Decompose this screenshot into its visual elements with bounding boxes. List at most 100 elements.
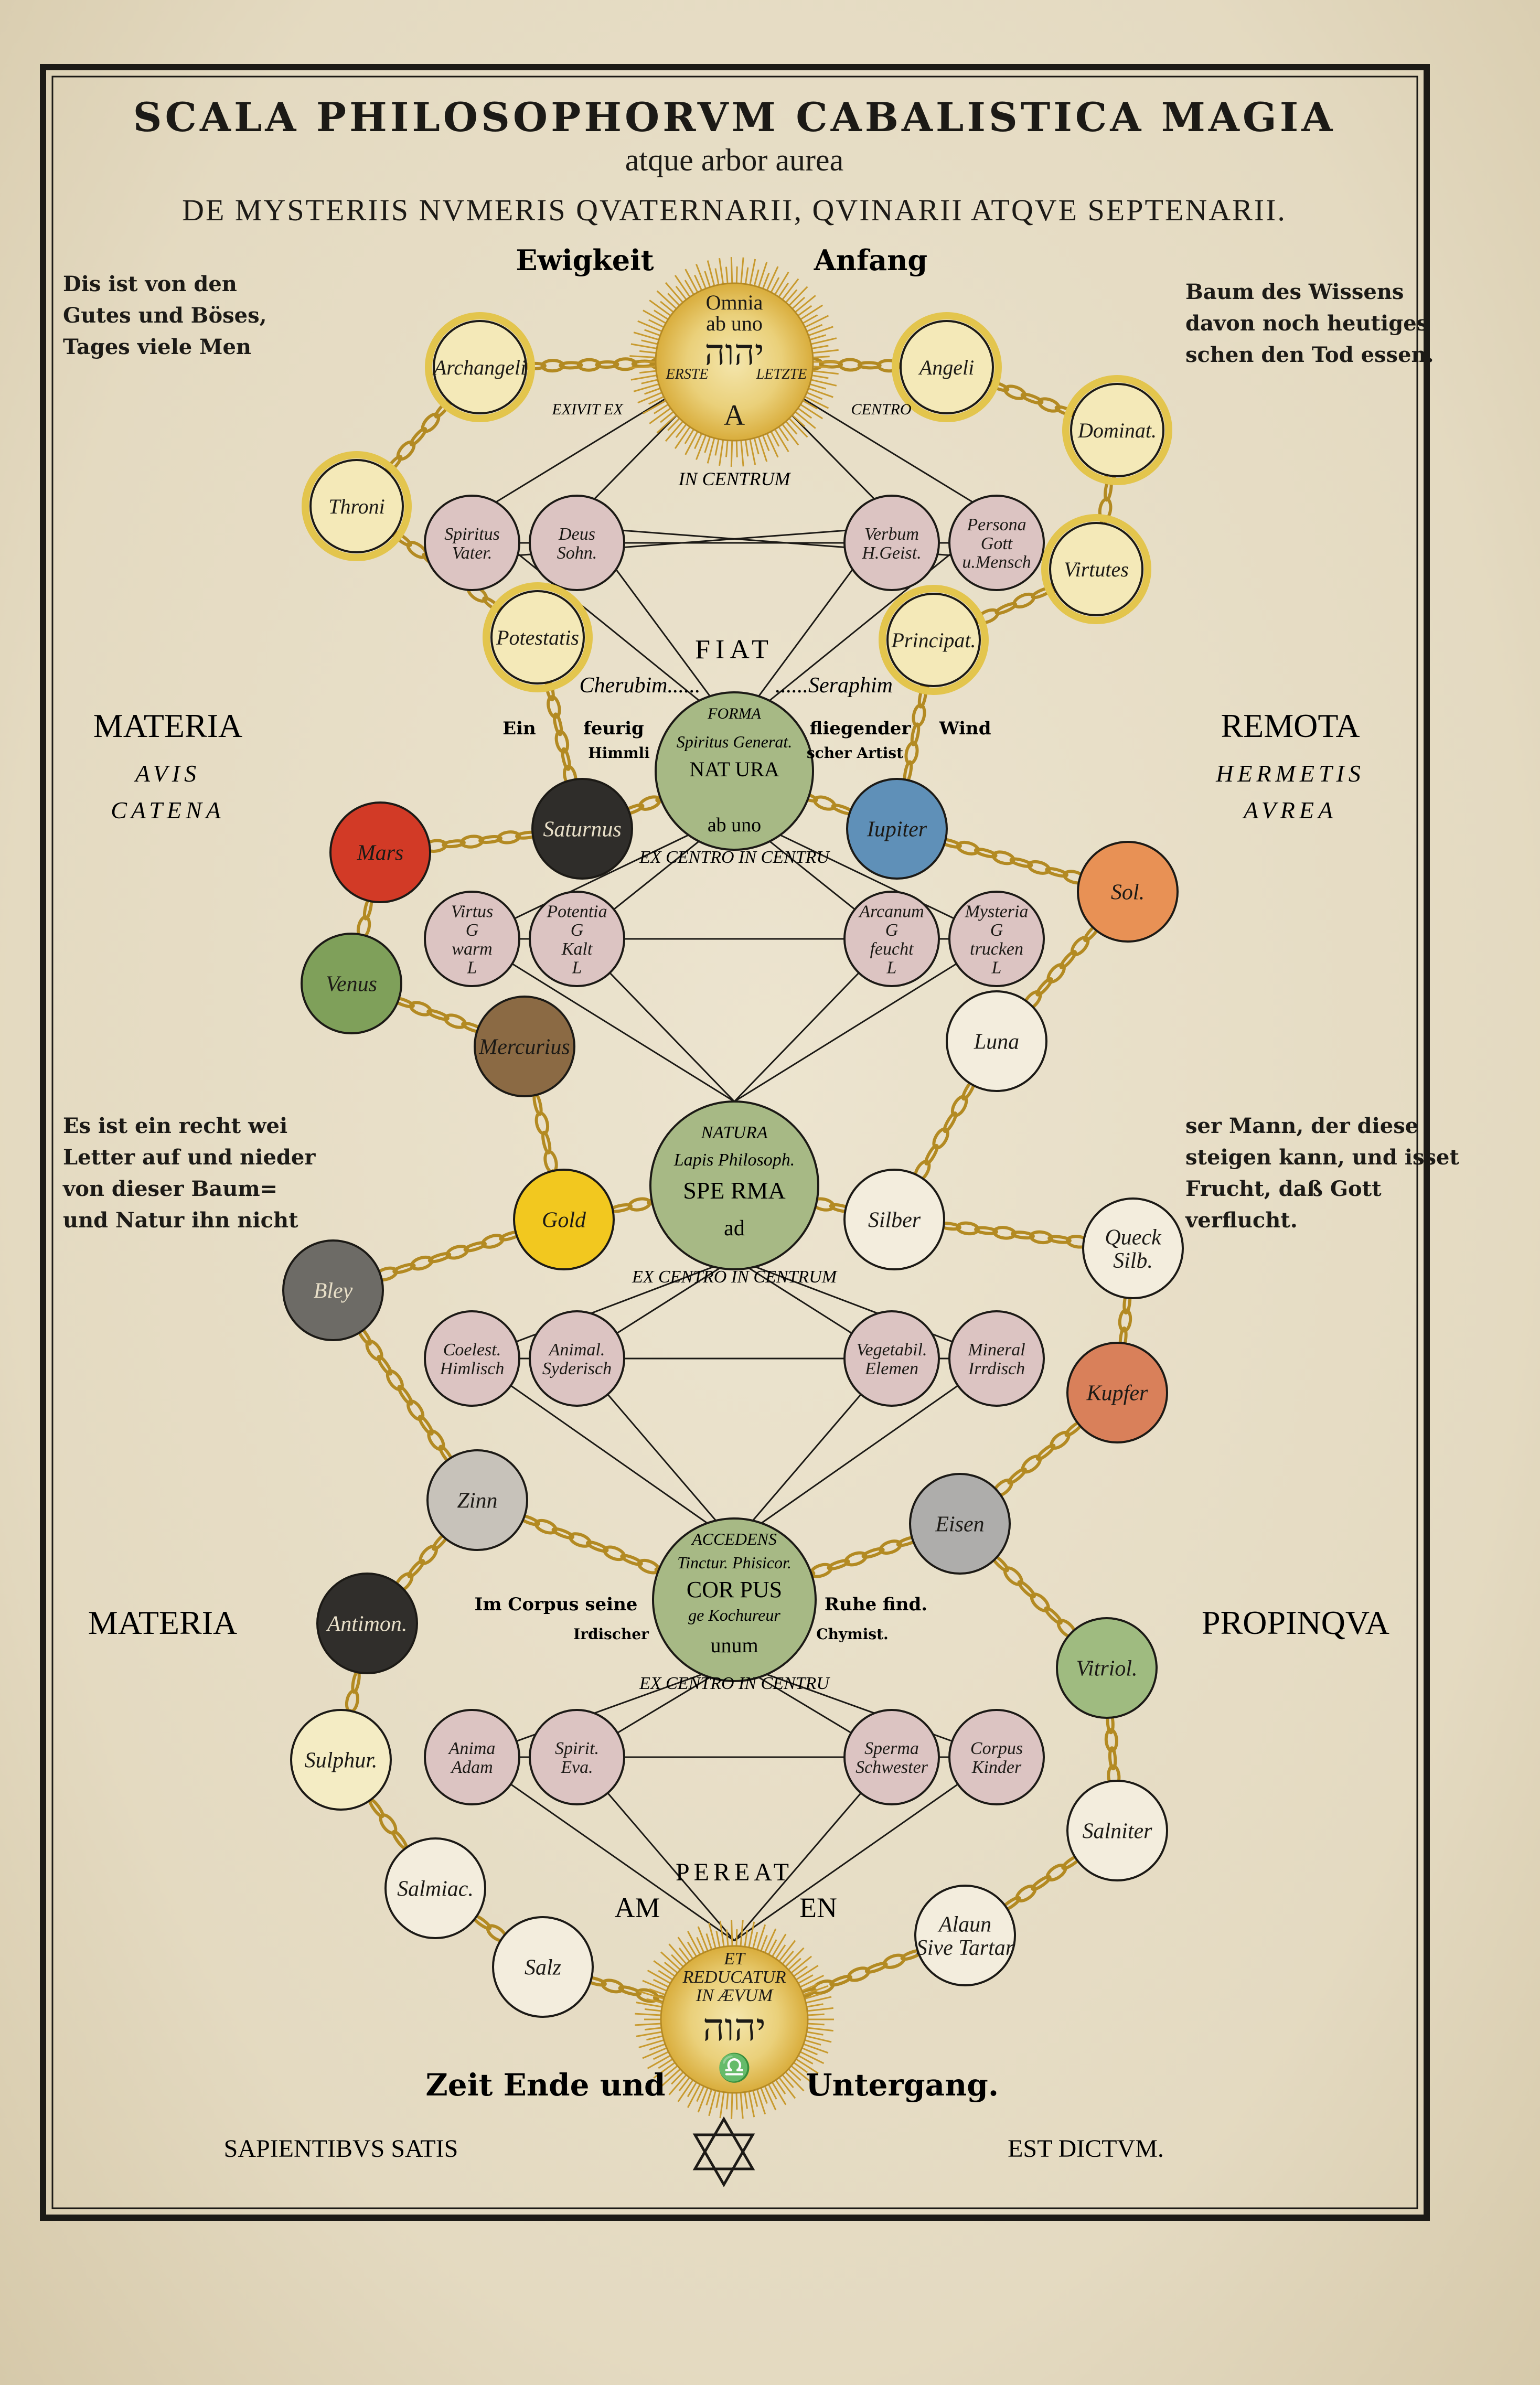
rank-circle-0-shape — [433, 320, 527, 414]
side-text-top-right-2: davon noch heutiges — [1185, 311, 1428, 336]
excentro-text-2: EX CENTRO IN CENTRUM — [632, 1267, 838, 1287]
pink-circle-text: Syderisch — [542, 1359, 612, 1378]
sun-bottom-line-2: REDUCATUR — [682, 1967, 786, 1987]
pink-circle-text: Mineral — [967, 1340, 1025, 1360]
chymist-text: Chymist. — [816, 1625, 889, 1643]
planet-circle-20: Salz — [492, 1916, 594, 2018]
planet-circle-14-label: Antimon. — [326, 1612, 408, 1637]
sun-top-letzte: LETZTE — [756, 366, 807, 382]
accedens-line-2: Tinctur. Phisicor. — [677, 1553, 792, 1572]
rank-circle-5-shape — [490, 590, 585, 685]
planet-circle-8: Silber — [843, 1169, 945, 1270]
planet-circle-10-label: Queck — [1105, 1226, 1162, 1250]
pink-circle-text: trucken — [970, 939, 1023, 959]
accedens-line-3: COR PUS — [687, 1577, 782, 1602]
pink-circle-text: H.Geist. — [861, 543, 921, 563]
rank-circle-4: Virtutes — [1049, 522, 1143, 616]
rank-circle-3: Dominat. — [1070, 383, 1164, 477]
pink-circle-text: Persona — [966, 515, 1026, 534]
rank-ring-2 — [302, 451, 412, 561]
rank-ring-6 — [879, 585, 989, 695]
rank-circle-6: Principat. — [886, 593, 981, 687]
pink-circle-text: feucht — [870, 939, 914, 959]
pink-circle-text: Potentia — [546, 902, 607, 921]
pink-circle-text: Sperma — [864, 1739, 919, 1758]
planet-circle-11-label: Kupfer — [1086, 1382, 1148, 1406]
planet-circle-15-label: Vitriol. — [1076, 1657, 1137, 1681]
planet-circle-20-label: Salz — [525, 1956, 561, 1980]
planet-circle-8-shape — [843, 1169, 945, 1270]
planet-circle-9: Bley — [282, 1239, 384, 1341]
cherubim-text: Cherubim...... — [580, 673, 701, 698]
rank-ring-3 — [1062, 375, 1172, 485]
rank-circle-1-label: Angeli — [918, 356, 974, 379]
planet-circle-12: Zinn — [426, 1449, 528, 1551]
pink-circle-text: Himlisch — [440, 1359, 505, 1378]
zeit-text: Zeit Ende und — [425, 2067, 665, 2103]
planet-circle-4: Venus — [301, 933, 402, 1034]
sun-top-line-2: ab uno — [706, 312, 763, 335]
pink-circle-text: Corpus — [970, 1739, 1023, 1758]
sun-top-rays — [629, 257, 839, 467]
est-dictum-text: EST DICTVM. — [1008, 2135, 1164, 2163]
sun-bottom-glyph: ♎ — [718, 2052, 752, 2083]
planet-circle-5-label: Mercurius — [478, 1035, 570, 1060]
himmli-text: Himmli — [588, 744, 650, 762]
pink-circle-shape — [948, 1310, 1045, 1407]
sun-top-line-1: Omnia — [706, 291, 763, 314]
planet-circle-6-label: Luna — [974, 1030, 1019, 1054]
planet-circle-2-shape — [846, 778, 948, 880]
planet-circle-19-label: Sive Tartar — [916, 1936, 1014, 1960]
planet-circle-16-label: Sulphur. — [305, 1749, 378, 1773]
fliegender-text: fliegender — [810, 718, 912, 739]
title-line-3: DE MYSTERIIS NVMERIS QVATERNARII, QVINAR… — [182, 193, 1287, 227]
rank-circle-2-label: Throni — [328, 495, 384, 518]
rank-ring-0 — [425, 312, 535, 422]
rank-circle-1-shape — [900, 320, 994, 414]
side-text-mid-right-2: steigen kann, und isset — [1185, 1145, 1459, 1170]
rank-circle-5-label: Potestatis — [496, 626, 579, 649]
planet-circle-17: Salniter — [1066, 1780, 1168, 1881]
materia-label-2: MATERIA — [88, 1604, 237, 1641]
ruhe-text: Ruhe find. — [825, 1594, 927, 1615]
accedens-line-1: ACCEDENS — [691, 1530, 777, 1548]
planet-circle-14: Antimon. — [316, 1573, 418, 1674]
rank-ring-4 — [1041, 514, 1151, 624]
in-centrum-text: IN CENTRUM — [678, 468, 791, 489]
planet-circle-10-shape — [1082, 1197, 1184, 1299]
pink-circle-text: Spiritus — [444, 525, 500, 544]
natura-line-2: Lapis Philosoph. — [673, 1150, 795, 1170]
pink-circle-text: warm — [452, 939, 492, 959]
sun-top-hebrew: יהוה — [704, 333, 764, 372]
side-text-mid-left-1: Es ist ein recht wei — [63, 1114, 287, 1138]
pink-circle-row3-2: Vegetabil.Elemen — [843, 1310, 940, 1407]
anfang-label: Anfang — [814, 243, 927, 277]
title-line-2: atque arbor aurea — [625, 143, 843, 177]
pink-circle-text: Eva. — [560, 1758, 593, 1777]
pink-circle-text: Vegetabil. — [856, 1340, 927, 1360]
planet-circle-12-shape — [426, 1449, 528, 1551]
pink-circle-text: Irrdisch — [968, 1359, 1025, 1378]
rank-circle-2: Throni — [309, 459, 404, 553]
excentro-text-1: EX CENTRO IN CENTRU — [639, 848, 830, 867]
pink-circle-row3-1: Animal.Syderisch — [529, 1310, 625, 1407]
ewigkeit-label: Ewigkeit — [516, 243, 654, 277]
pink-circle-shape — [529, 1310, 625, 1407]
pink-circle-shape — [424, 1709, 520, 1805]
planet-circle-7-shape — [513, 1169, 615, 1270]
aurea-label: AVREA — [1242, 797, 1337, 823]
sun-bottom-rays — [635, 1920, 834, 2119]
planet-circle-1-shape — [531, 778, 633, 880]
planet-circle-15-shape — [1056, 1617, 1158, 1719]
planet-circle-3: Sol. — [1077, 841, 1179, 943]
rank-circle-4-label: Virtutes — [1064, 558, 1129, 581]
pink-circle-shape — [948, 1709, 1045, 1805]
planet-circle-4-shape — [301, 933, 402, 1034]
